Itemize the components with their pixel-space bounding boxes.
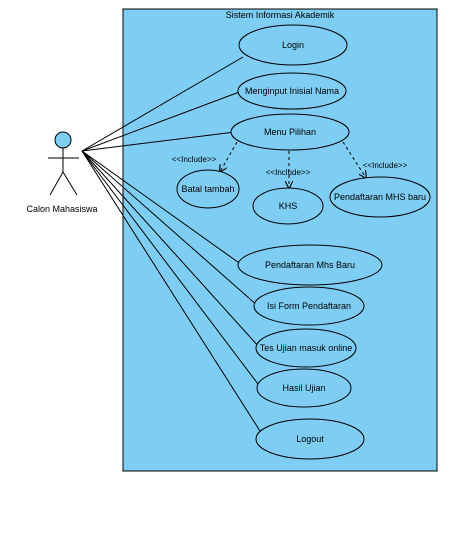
use-case-pendmhs: Pendaftaran MHS baru — [329, 176, 431, 218]
use-case-pendbaru: Pendaftaran Mhs Baru — [237, 244, 383, 286]
use-case-label: Login — [282, 40, 304, 50]
association-pendbaru — [81, 150, 243, 266]
system-title: Sistem Informasi Akademik — [226, 10, 335, 20]
association-logout — [81, 150, 261, 432]
use-case-menu: Menu Pilihan — [230, 113, 350, 151]
use-case-ellipse — [329, 176, 431, 218]
use-case-ellipse — [237, 244, 383, 286]
use-case-ellipse — [256, 368, 352, 408]
use-case-label: Hasil Ujian — [282, 383, 325, 393]
include-label: <<Include>> — [172, 155, 217, 164]
actor-head — [54, 131, 72, 149]
association-menu — [81, 131, 236, 152]
use-case-ellipse — [252, 187, 324, 225]
use-case-label: Logout — [296, 434, 324, 444]
use-case-label: Pendaftaran MHS baru — [334, 192, 426, 202]
use-case-label: Menginput Inisial Nama — [245, 86, 339, 96]
use-case-khs: KHS — [252, 187, 324, 225]
actor-left-leg — [49, 171, 64, 196]
use-case-login: Login — [238, 24, 348, 66]
actor-label: Calon Mahasiswa — [26, 204, 97, 214]
use-case-inisial: Menginput Inisial Nama — [237, 72, 347, 110]
actor-right-leg — [62, 171, 78, 196]
include-pendmhs — [342, 141, 366, 178]
use-case-label: Menu Pilihan — [264, 127, 316, 137]
use-case-ellipse — [255, 328, 357, 368]
association-isiform — [81, 150, 259, 307]
use-case-ellipse — [238, 24, 348, 66]
use-case-label: Batal tambah — [181, 184, 234, 194]
association-hasil — [81, 150, 262, 389]
include-label: <<Include>> — [266, 168, 311, 177]
use-case-label: Tes Ujian masuk online — [260, 343, 353, 353]
association-lines — [81, 56, 262, 432]
association-tes — [81, 150, 261, 349]
use-case-ellipse — [176, 169, 240, 209]
use-case-tes: Tes Ujian masuk online — [255, 328, 357, 368]
use-case-hasil: Hasil Ujian — [256, 368, 352, 408]
include-lines: <<Include>> <<Include>> <<Include>> — [172, 141, 408, 188]
use-case-batal: Batal tambah — [176, 169, 240, 209]
use-case-ellipse — [253, 286, 365, 326]
use-case-ellipse — [230, 113, 350, 151]
actor-calon-mahasiswa: Calon Mahasiswa — [26, 131, 98, 214]
association-login — [81, 56, 244, 152]
include-label: <<Include>> — [363, 161, 408, 170]
use-case-ellipse — [237, 72, 347, 110]
use-case-label: Pendaftaran Mhs Baru — [265, 260, 355, 270]
use-case-isiform: Isi Form Pendaftaran — [253, 286, 365, 326]
use-case-ellipse — [255, 418, 365, 460]
use-case-label: Isi Form Pendaftaran — [267, 301, 351, 311]
use-case-logout: Logout — [255, 418, 365, 460]
use-case-label: KHS — [279, 201, 298, 211]
association-inisial — [81, 90, 243, 152]
